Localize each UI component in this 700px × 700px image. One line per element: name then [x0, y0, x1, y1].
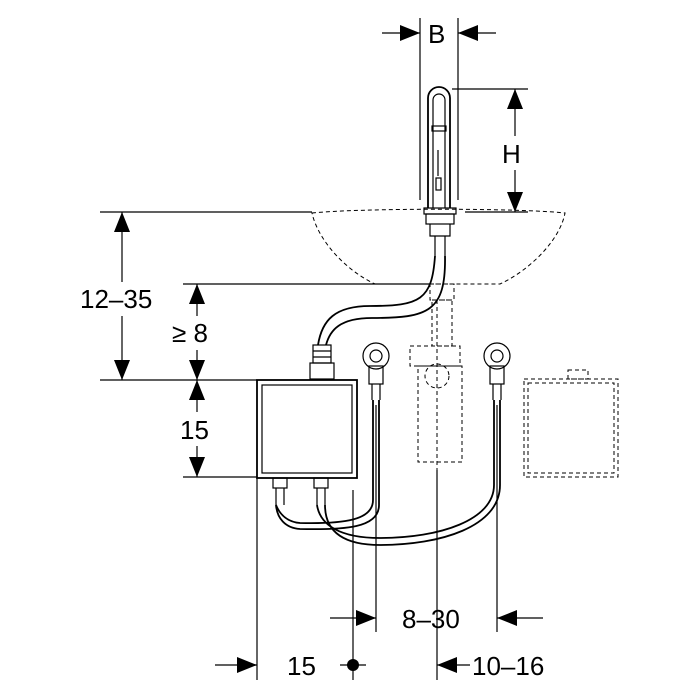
- dimension-12-35-label: 12–35: [80, 284, 152, 314]
- bottom-dimensions: 8–30 15 10–16: [215, 405, 576, 682]
- dimension-bottom-15-label: 15: [287, 651, 316, 681]
- dimension-box-15-label: 15: [180, 415, 209, 445]
- faucet: [423, 86, 457, 256]
- dimension-b-label: B: [428, 19, 445, 49]
- left-angle-valve: [275, 342, 390, 531]
- left-dimensions: 12–35 ≥ 8 15: [80, 211, 430, 478]
- control-box: [256, 379, 358, 505]
- washbasin-outline: [311, 208, 566, 285]
- dimension-min-8-label: ≥ 8: [172, 318, 208, 348]
- dimension-b: B: [382, 18, 496, 200]
- supply-hose: [309, 255, 446, 380]
- alternative-box-position: [523, 369, 619, 478]
- dimension-h-label: H: [502, 139, 521, 169]
- dimension-8-30-label: 8–30: [402, 604, 460, 634]
- right-angle-valve: [316, 342, 511, 546]
- dimension-10-16-label: 10–16: [472, 651, 544, 681]
- drain-trap: [409, 283, 463, 470]
- dimension-h: H: [452, 88, 530, 213]
